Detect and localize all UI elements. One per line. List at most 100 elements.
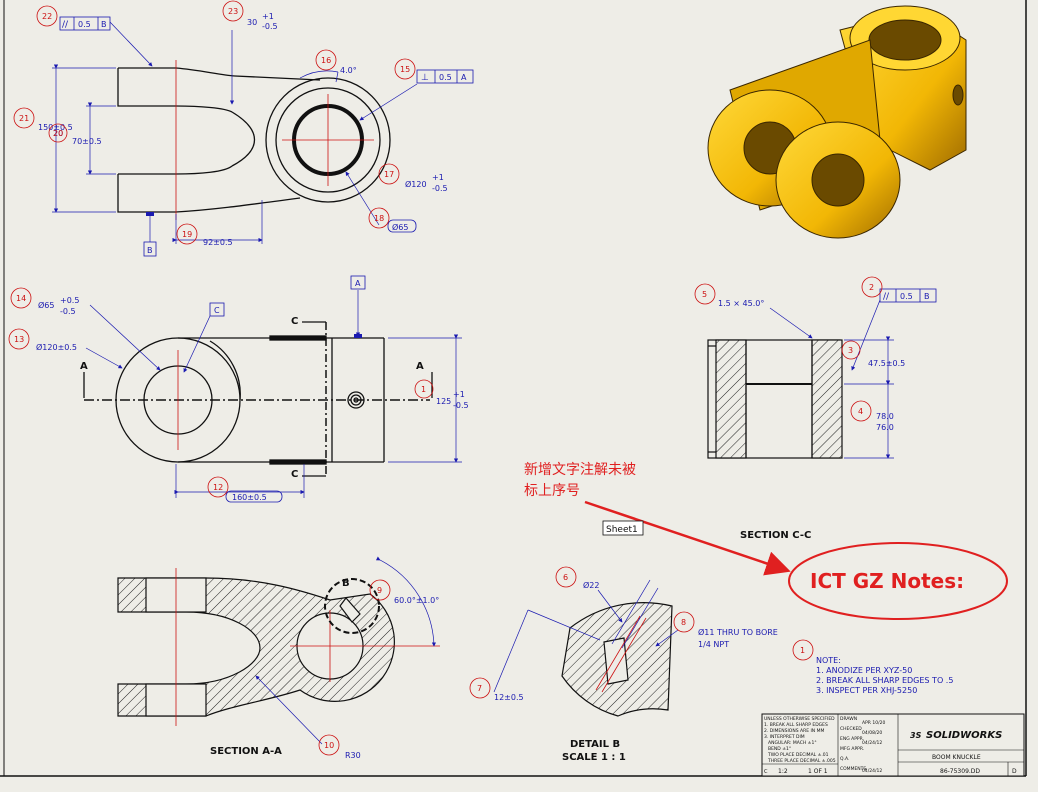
balloon-23: 23	[222, 0, 244, 22]
balloon-12: 12	[207, 476, 229, 498]
svg-text:COMMENTS: COMMENTS	[840, 766, 866, 772]
dim-30-lower: -0.5	[262, 22, 278, 31]
sheet-number: 1 OF 1	[808, 768, 828, 775]
notes-heading: NOTE:	[816, 656, 841, 665]
svg-text:3: 3	[848, 346, 853, 355]
section-arrow-a-left: A	[80, 361, 88, 372]
solidworks-logo: 3S	[910, 731, 922, 740]
balloon-16: 16	[315, 49, 337, 71]
isometric-part-render	[707, 5, 967, 239]
dim-125: 125	[436, 397, 451, 406]
ict-notes-callout: ICT GZ Notes:	[788, 542, 1008, 620]
angle-4: 4.0°	[340, 66, 357, 75]
balloon-6: 6	[555, 566, 577, 588]
balloon-1-notes: 1	[792, 639, 814, 661]
svg-text:BEND ±1°: BEND ±1°	[768, 746, 791, 752]
svg-text:2. DIMENSIONS ARE IN MM: 2. DIMENSIONS ARE IN MM	[764, 728, 824, 734]
detail-b-title: DETAIL B	[570, 739, 620, 750]
svg-text:5: 5	[702, 290, 707, 299]
svg-text:6: 6	[563, 573, 568, 582]
dia-120: Ø120	[405, 179, 427, 189]
dim-47: 47.5±0.5	[868, 359, 905, 368]
ict-notes-label: ICT GZ Notes:	[810, 569, 964, 593]
revision: D	[1012, 768, 1017, 775]
svg-text:Q.A.: Q.A.	[840, 756, 849, 762]
title-block: UNLESS OTHERWISE SPECIFIED 1. BREAK ALL …	[761, 713, 1025, 777]
detail-b-dimensions	[493, 579, 679, 693]
svg-text:UNLESS OTHERWISE SPECIFIED: UNLESS OTHERWISE SPECIFIED	[764, 716, 835, 722]
gdt-datum: B	[101, 20, 107, 29]
chinese-annotation: 新增文字注解未被 标上序号	[524, 462, 791, 576]
sheet-tab[interactable]: Sheet1	[602, 520, 644, 536]
dia-65-front: Ø65	[38, 300, 54, 310]
solidworks-brand: SOLIDWORKS	[926, 730, 1002, 741]
sheet-size: C	[764, 769, 768, 775]
balloon-15: 15	[394, 58, 416, 80]
balloon-18: 18	[368, 207, 390, 229]
npt: 1/4 NPT	[698, 640, 729, 649]
dim-150: 150±0.5	[38, 123, 73, 132]
svg-text:18: 18	[374, 214, 384, 223]
gdt-frame-perp-top: ⊥ 0.5 A	[416, 69, 474, 84]
svg-text:15: 15	[400, 65, 410, 74]
balloon-14: 14	[10, 287, 32, 309]
dia-65-lower: -0.5	[60, 307, 76, 316]
balloon-5: 5	[694, 283, 716, 305]
detail-b-scale: SCALE 1 : 1	[562, 752, 626, 763]
front-view-dimensions	[85, 290, 462, 498]
radius-30: R30	[345, 751, 361, 760]
svg-text:MFG APPR.: MFG APPR.	[840, 746, 864, 752]
dim-30-upper: +1	[262, 12, 274, 21]
svg-text:2: 2	[869, 283, 874, 292]
svg-text:ANGULAR: MACH ±1°: ANGULAR: MACH ±1°	[768, 740, 817, 746]
top-view-texts: 30 +1 -0.5 4.0° Ø120 +1 -0.5 Ø65 150±0.5…	[38, 12, 448, 257]
section-a-a	[117, 568, 440, 726]
svg-text:13: 13	[14, 335, 24, 344]
dim-12: 12±0.5	[494, 693, 524, 702]
annotation-line-2: 标上序号	[524, 483, 580, 499]
svg-text:22: 22	[42, 12, 52, 21]
svg-text:04/24/12: 04/24/12	[862, 768, 882, 774]
scale: 1:2	[778, 768, 788, 775]
balloon-3: 3	[841, 340, 861, 360]
gdt-datum: B	[924, 292, 930, 301]
section-arrow-c-bottom: C	[291, 469, 298, 480]
svg-text:4: 4	[858, 407, 863, 416]
svg-text:16: 16	[321, 56, 331, 65]
section-arrow-a-right: A	[416, 361, 424, 372]
balloons: 22 23 16 15 21 20 17 18 19 14 13 12 5 2 …	[8, 0, 883, 756]
balloon-17: 17	[378, 163, 400, 185]
balloon-9: 9	[369, 579, 391, 601]
gdt-tolerance: 0.5	[439, 73, 452, 82]
thru-bore: Ø11 THRU TO BORE	[698, 627, 778, 637]
svg-text:TWO PLACE DECIMAL ±.01: TWO PLACE DECIMAL ±.01	[767, 752, 829, 758]
part-name: BOOM KNUCKLE	[932, 754, 981, 761]
gdt-frame-parallel-top: // 0.5 B	[59, 16, 111, 31]
detail-b-texts: Ø22 Ø11 THRU TO BORE 1/4 NPT 12±0.5 DETA…	[494, 580, 778, 763]
section-a-a-title: SECTION A-A	[210, 746, 282, 757]
svg-text:1. BREAK ALL SHARP EDGES: 1. BREAK ALL SHARP EDGES	[764, 722, 828, 728]
svg-text:1: 1	[800, 646, 805, 655]
section-c-c-dimensions	[769, 299, 894, 459]
svg-text:04/24/12: 04/24/12	[862, 740, 882, 746]
svg-text:04/08/20: 04/08/20	[862, 730, 882, 736]
dim-160: 160±0.5	[232, 493, 267, 502]
section-a-a-texts: 60.0°±1.0° R30 B SECTION A-A	[210, 578, 439, 760]
top-view	[117, 60, 391, 220]
balloon-22: 22	[36, 5, 58, 27]
balloon-10: 10	[318, 734, 340, 756]
svg-text:THREE PLACE DECIMAL ±.005: THREE PLACE DECIMAL ±.005	[767, 758, 836, 764]
dim-20: 20	[53, 129, 63, 138]
balloon-19: 19	[176, 223, 198, 245]
dia-120-front: Ø120±0.5	[36, 342, 77, 352]
balloon-20: 20	[48, 123, 68, 143]
angle-60: 60.0°±1.0°	[394, 596, 439, 605]
balloon-21: 21	[13, 107, 35, 129]
svg-text:ENG APPR.: ENG APPR.	[840, 736, 864, 742]
svg-text:7: 7	[477, 684, 482, 693]
svg-text:DRAWN: DRAWN	[840, 716, 857, 722]
svg-text:8: 8	[681, 618, 686, 627]
svg-text:14: 14	[16, 294, 26, 303]
gdt-symbol: //	[62, 20, 69, 30]
svg-text:CHECKED: CHECKED	[840, 726, 862, 732]
